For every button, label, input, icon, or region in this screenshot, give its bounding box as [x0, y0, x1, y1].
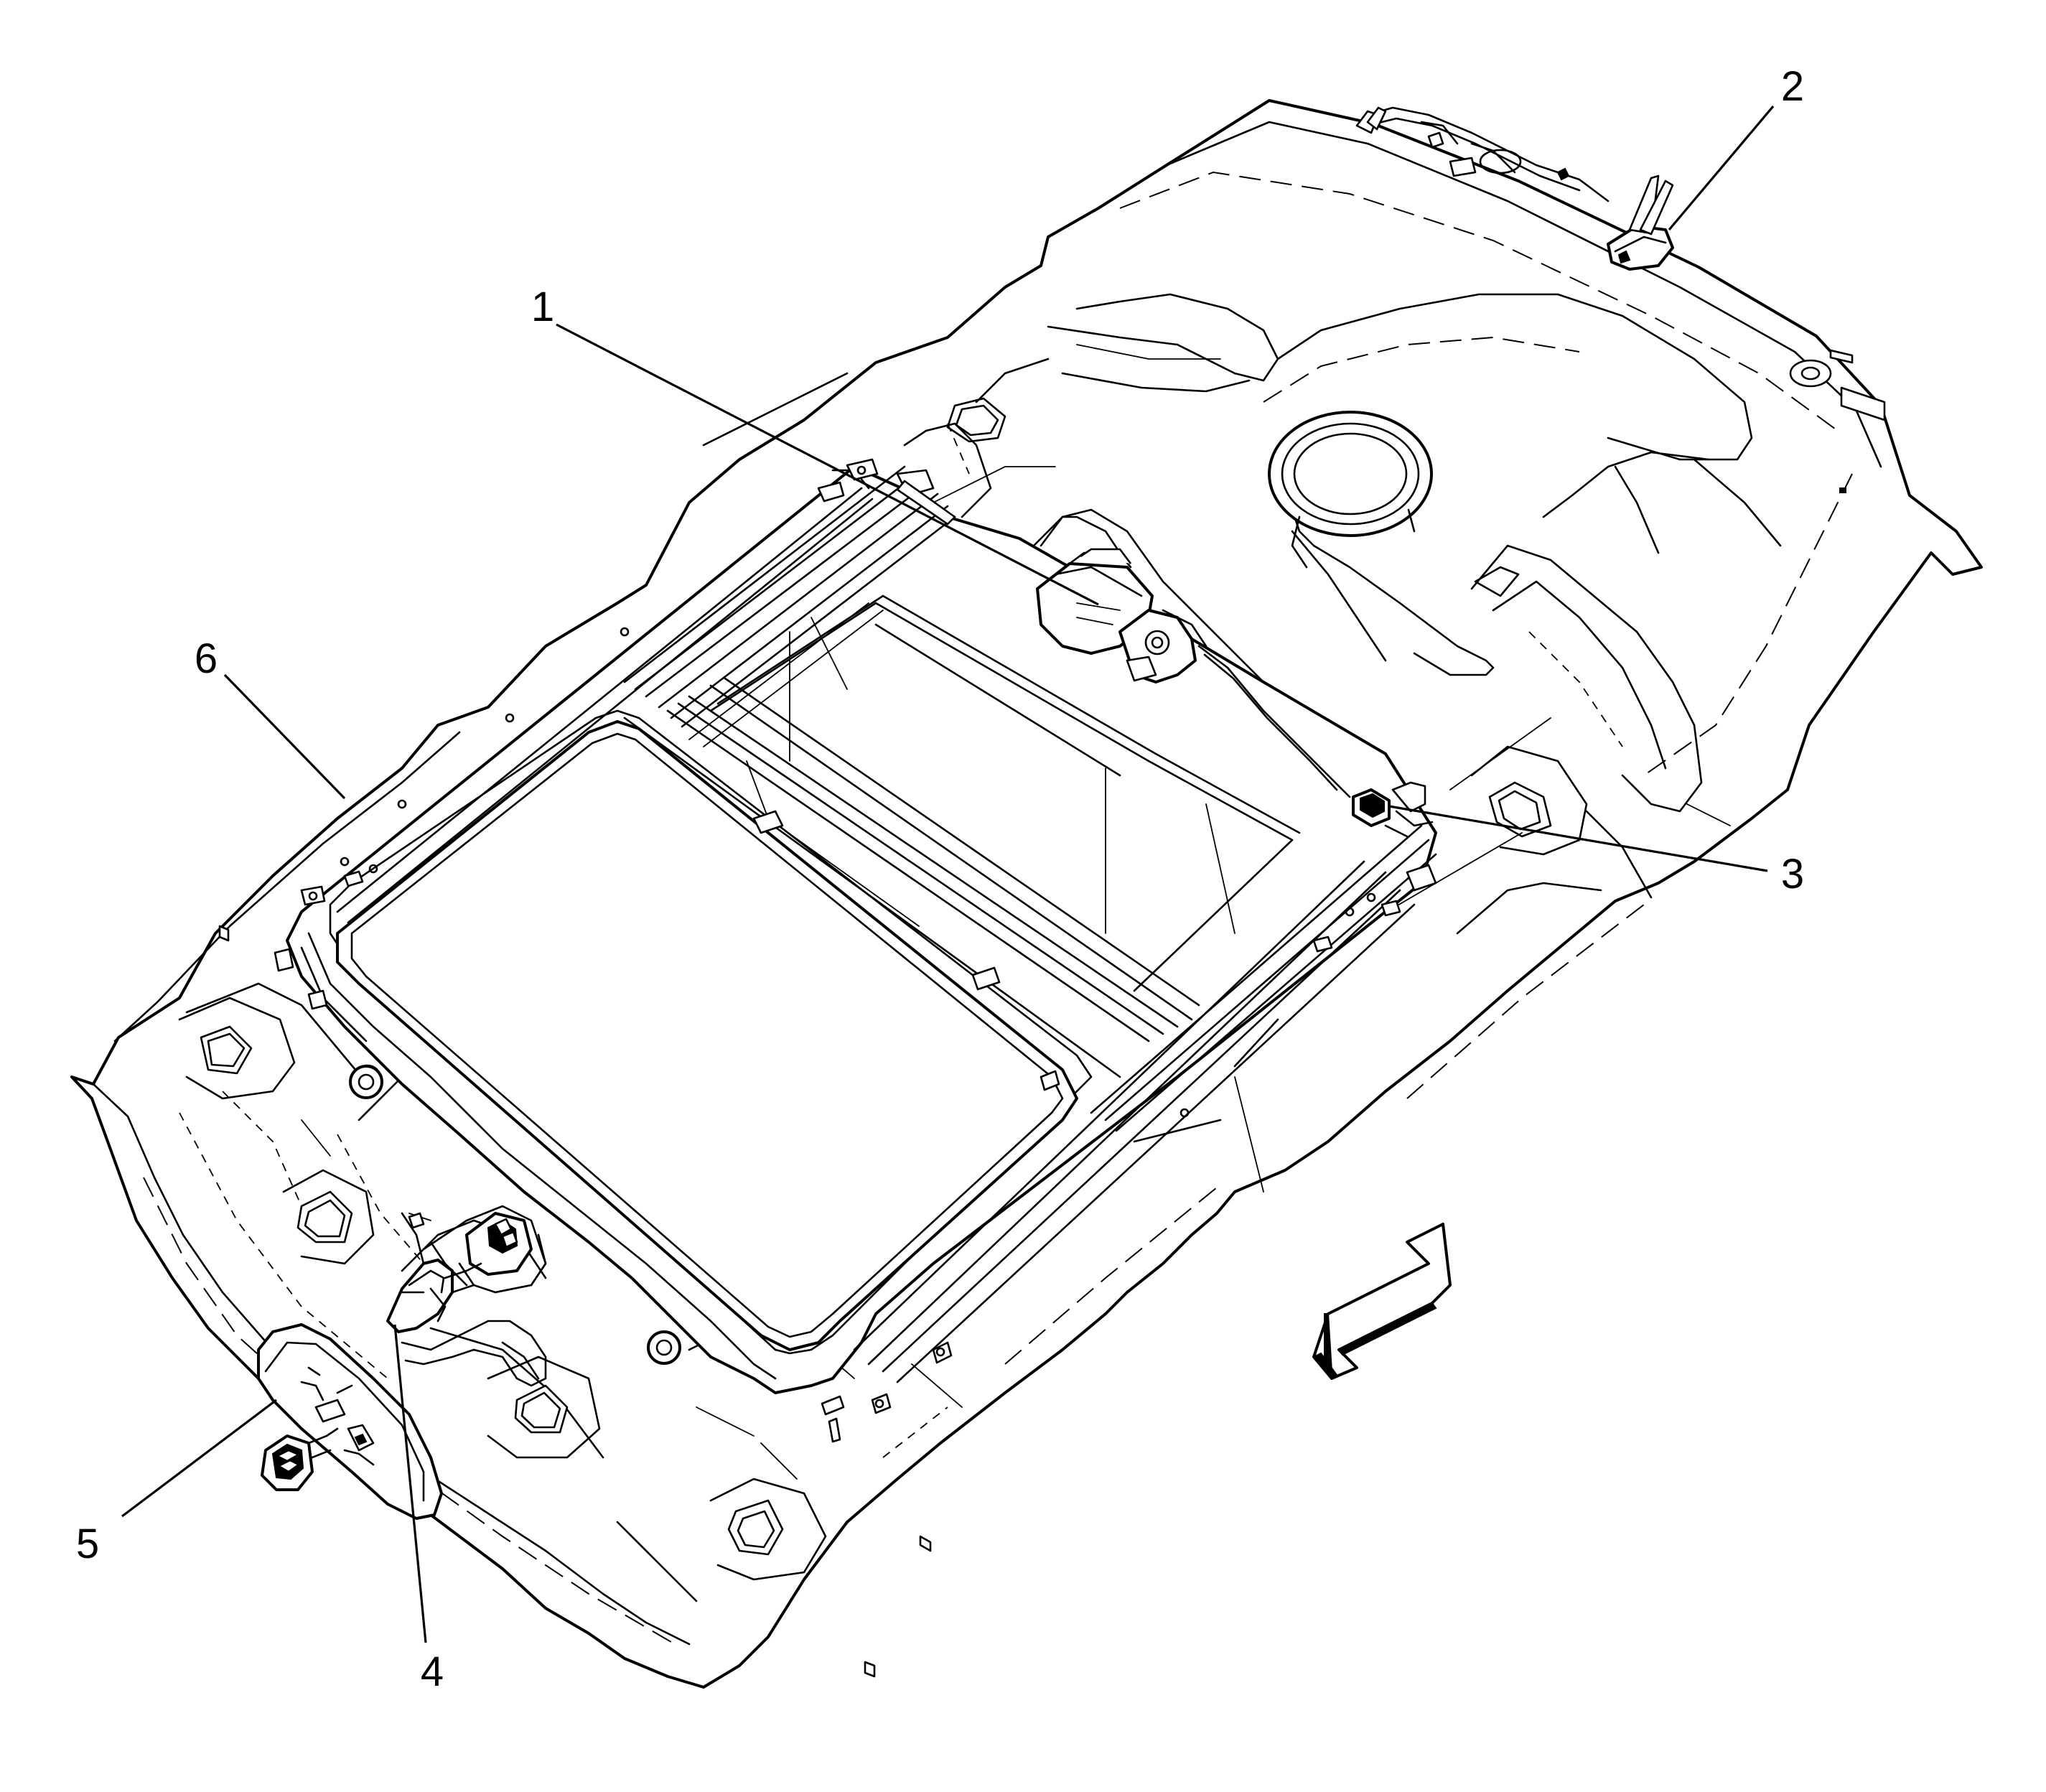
- callout-3: 3: [1781, 851, 1804, 897]
- leader-3: [1388, 805, 1768, 872]
- callout-2: 2: [1781, 63, 1804, 110]
- leader-5: [121, 1399, 277, 1518]
- callout-5: 5: [76, 1521, 99, 1567]
- sunroof-glass-panel: [336, 720, 1078, 1351]
- leader-6: [223, 673, 346, 800]
- callout-labels: 1 2 3 4 5 6: [76, 63, 1804, 1695]
- headliner-openings: [178, 349, 1886, 1678]
- front-direction-arrow-icon: [1312, 1223, 1452, 1380]
- leader-1: [556, 323, 1099, 606]
- rear-harness-antenna: [1355, 106, 1674, 271]
- sunroof-motor: [1036, 515, 1351, 798]
- callout-1: 1: [531, 284, 554, 330]
- callout-4: 4: [421, 1648, 444, 1695]
- callout-6: 6: [195, 635, 218, 682]
- sunroof-connector: [1352, 781, 1434, 838]
- leader-2: [1668, 105, 1775, 231]
- headliner-contours: [185, 293, 1782, 1602]
- overhead-console: [257, 1323, 443, 1520]
- leader-lines: [121, 105, 1775, 1643]
- sunroof-rear-glass: [709, 594, 1301, 992]
- front-console-area: [386, 1205, 547, 1387]
- leader-4: [393, 1324, 427, 1643]
